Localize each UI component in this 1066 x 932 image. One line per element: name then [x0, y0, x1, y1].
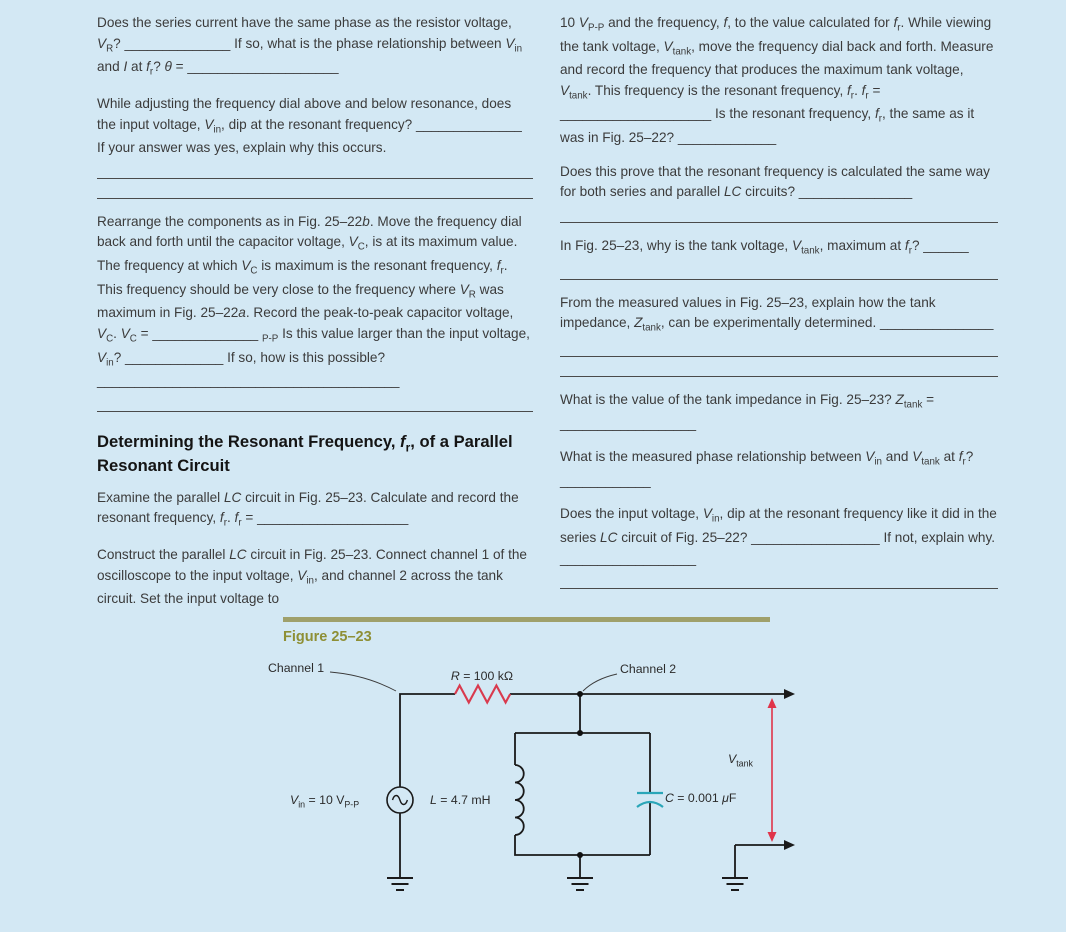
channel1-label: Channel 1: [268, 661, 325, 675]
answer-line: [560, 260, 998, 280]
ac-source-icon: [386, 786, 414, 814]
question-paragraph: What is the measured phase relationship …: [560, 449, 974, 488]
question-block: Construct the parallel LC circuit in Fig…: [97, 545, 533, 610]
ground-icon: [387, 877, 413, 891]
scope-lead-arrows: [784, 689, 795, 850]
question-paragraph: In Fig. 25–23, why is the tank voltage, …: [560, 238, 969, 257]
answer-line: [560, 203, 998, 224]
answer-line: [97, 159, 533, 179]
capacitor-icon: [636, 791, 664, 808]
inductor-label: L = 4.7 mH: [430, 793, 491, 807]
answer-line: [97, 179, 533, 199]
question-block: Examine the parallel LC circuit in Fig. …: [97, 488, 533, 532]
question-paragraph: 10 VP-P and the frequency, f, to the val…: [560, 15, 994, 146]
question-paragraph: Rearrange the components as in Fig. 25–2…: [97, 213, 530, 389]
question-paragraph: From the measured values in Fig. 25–23, …: [560, 294, 994, 335]
resistor-icon: [454, 683, 512, 705]
circuit-svg: [329, 671, 795, 891]
question-paragraph: Construct the parallel LC circuit in Fig…: [97, 546, 527, 607]
figure-title: Figure 25–23: [283, 629, 372, 645]
question-paragraph: Examine the parallel LC circuit in Fig. …: [97, 489, 519, 530]
question-paragraph: What is the value of the tank impedance …: [560, 391, 935, 431]
question-block: Does this prove that the resonant freque…: [560, 162, 998, 224]
question-paragraph: While adjusting the frequency dial above…: [97, 95, 522, 156]
circuit-diagram: Channel 1 Channel 2 R = 100 kΩ Vin = 10 …: [260, 655, 805, 921]
section-heading: Determining the Resonant Frequency, fr, …: [97, 431, 513, 476]
question-block: From the measured values in Fig. 25–23, …: [560, 293, 998, 377]
question-paragraph: Does the series current have the same ph…: [97, 15, 523, 78]
answer-line: [560, 357, 998, 377]
inductor-icon: [514, 764, 525, 836]
label-leader-lines: [329, 671, 618, 692]
resistor-label: R = 100 kΩ: [450, 669, 514, 683]
source-label: Vin = 10 VP-P: [290, 793, 360, 810]
figure-25-23: Figure 25–23: [260, 617, 805, 925]
question-block: In Fig. 25–23, why is the tank voltage, …: [560, 236, 998, 280]
question-block: Rearrange the components as in Fig. 25–2…: [97, 212, 533, 412]
question-paragraph: Does the input voltage, Vin, dip at the …: [560, 506, 997, 566]
answer-line: [97, 392, 533, 412]
circuit-wires: [399, 693, 786, 878]
capacitor-label: C = 0.001 μF: [665, 791, 737, 805]
right-column: 10 VP-P and the frequency, f, to the val…: [560, 13, 998, 602]
question-block: 10 VP-P and the frequency, f, to the val…: [560, 13, 998, 149]
vtank-label: Vtank: [728, 752, 753, 769]
answer-line: [560, 569, 998, 590]
ground-icon: [722, 877, 748, 891]
channel2-label: Channel 2: [620, 662, 677, 676]
question-block: While adjusting the frequency dial above…: [97, 94, 533, 199]
question-block: Does the series current have the same ph…: [97, 13, 533, 81]
left-column: Does the series current have the same ph…: [97, 13, 533, 623]
figure-divider-bar: [283, 617, 770, 622]
sine-wave-icon: [391, 794, 409, 806]
question-paragraph: Does this prove that the resonant freque…: [560, 163, 990, 200]
question-block: What is the value of the tank impedance …: [560, 390, 998, 434]
junction-dots: [577, 691, 583, 858]
question-block: Does the input voltage, Vin, dip at the …: [560, 504, 998, 590]
question-block: What is the measured phase relationship …: [560, 447, 998, 491]
vtank-arrow: [767, 698, 777, 842]
answer-line: [560, 337, 998, 357]
ground-icon: [567, 877, 593, 891]
